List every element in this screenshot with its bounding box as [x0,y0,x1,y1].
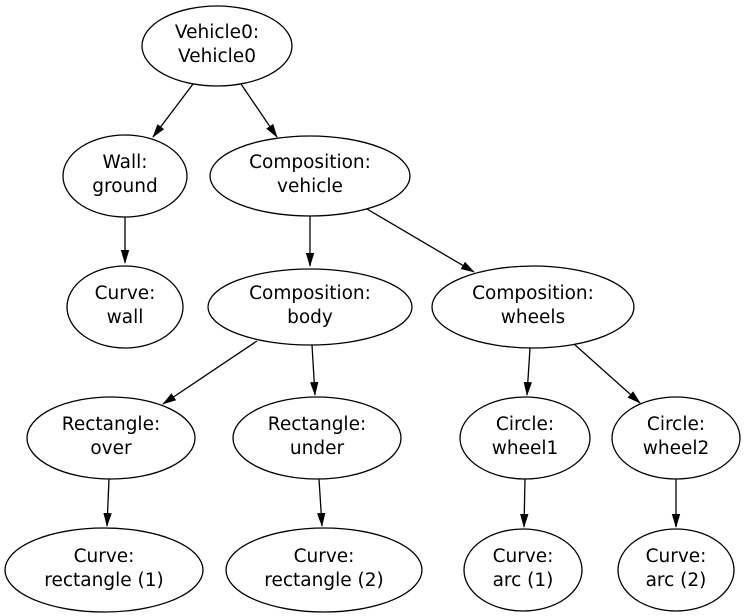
node-rectangle-under-shape [232,396,402,480]
node-wall-ground-shape [62,134,188,218]
node-rectangle-under: Rectangle: under [232,396,402,480]
node-circle-wheel1: Circle: wheel1 [459,396,591,480]
node-curve-rectangle-2-label-line1: Curve: [294,546,355,567]
edge-composition-wheels-circle-wheel1 [523,347,533,396]
node-curve-rectangle-2: Curve: rectangle (2) [225,527,423,613]
node-composition-wheels-label-line2: wheels [501,307,565,328]
node-circle-wheel1-label-line1: Circle: [496,414,554,435]
node-curve-rectangle-1-label-line2: rectangle (1) [44,570,163,591]
node-rectangle-over-label-line2: over [90,438,132,459]
node-curve-rectangle-2-label-line2: rectangle (2) [264,570,383,591]
node-composition-vehicle-label-line2: vehicle [277,176,343,197]
node-curve-wall-label-line2: wall [107,307,144,328]
node-wall-ground-label-line2: ground [92,176,157,197]
node-curve-arc-1-label-line2: arc (1) [493,570,554,591]
edge-composition-body-rectangle-under [310,344,319,396]
node-rectangle-over-label-line1: Rectangle: [62,414,160,435]
node-curve-arc-2-shape [617,528,735,612]
node-rectangle-under-label-line1: Rectangle: [268,414,366,435]
node-vehicle0-shape [141,5,293,87]
node-curve-arc-2: Curve: arc (2) [617,528,735,612]
node-curve-wall-shape [66,265,184,349]
node-vehicle0-label-line1: Vehicle0: [175,22,259,43]
node-circle-wheel2-shape [611,396,741,480]
node-curve-arc-2-label-line1: Curve: [646,546,707,567]
node-composition-body-label-line2: body [287,307,333,328]
node-curve-rectangle-1: Curve: rectangle (1) [4,527,204,613]
node-curve-rectangle-1-shape [4,527,204,613]
node-composition-body-shape [207,268,413,346]
node-circle-wheel2: Circle: wheel2 [611,396,741,480]
edge-composition-wheels-circle-wheel2 [573,343,641,404]
node-composition-wheels-shape [431,265,635,349]
node-composition-vehicle-label-line1: Composition: [249,152,371,173]
node-curve-wall-label-line1: Curve: [95,283,156,304]
edge-vehicle0-wall-ground [152,83,194,138]
edge-rectangle-over-curve-rectangle-1 [103,478,112,527]
node-composition-vehicle: Composition: vehicle [209,135,411,217]
node-composition-wheels: Composition: wheels [431,265,635,349]
edge-composition-body-rectangle-over [162,340,258,405]
node-rectangle-over-shape [26,396,196,480]
node-curve-arc-2-label-line2: arc (2) [646,570,707,591]
node-circle-wheel1-label-line2: wheel1 [492,438,559,459]
edge-group [103,83,681,528]
node-composition-body: Composition: body [207,268,413,346]
node-composition-vehicle-shape [209,135,411,217]
edge-rectangle-under-curve-rectangle-2 [316,478,326,527]
node-curve-rectangle-2-shape [225,527,423,613]
node-circle-wheel2-label-line1: Circle: [647,414,705,435]
edge-circle-wheel1-curve-arc-1 [520,478,529,528]
node-vehicle0: Vehicle0: Vehicle0 [141,5,293,87]
node-curve-rectangle-1-label-line1: Curve: [74,546,135,567]
node-rectangle-under-label-line2: under [290,438,345,459]
node-wall-ground-label-line1: Wall: [103,152,148,173]
node-circle-wheel2-label-line2: wheel2 [643,438,710,459]
node-curve-arc-1-shape [463,528,583,612]
node-rectangle-over: Rectangle: over [26,396,196,480]
node-wall-ground: Wall: ground [62,134,188,218]
node-curve-wall: Curve: wall [66,265,184,349]
edge-composition-vehicle-composition-wheels [366,208,475,273]
node-vehicle0-label-line2: Vehicle0 [178,46,256,67]
node-composition-wheels-label-line1: Composition: [472,283,594,304]
node-circle-wheel1-shape [459,396,591,480]
edge-vehicle0-composition-vehicle [240,83,278,138]
node-curve-arc-1-label-line1: Curve: [493,546,554,567]
node-composition-body-label-line1: Composition: [249,283,371,304]
node-curve-arc-1: Curve: arc (1) [463,528,583,612]
